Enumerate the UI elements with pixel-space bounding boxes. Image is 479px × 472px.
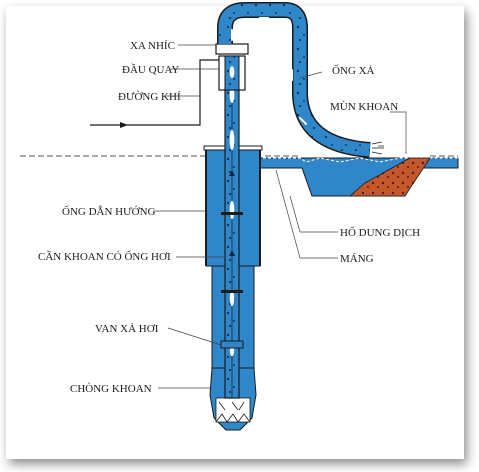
cuttings-pile: [348, 157, 431, 197]
leader-lines: [153, 44, 407, 389]
discharge-pipe: [217, 2, 384, 158]
label-dau-quay: ĐẦU QUAY: [122, 63, 179, 76]
air-line: [90, 59, 219, 128]
drill-bit: [209, 367, 257, 431]
label-xa-nhic: XA NHÍC: [130, 40, 175, 52]
swivel-head: [215, 43, 249, 91]
label-mun-khoan: MÙN KHOAN: [330, 101, 398, 113]
label-ong-xa: ỐNG XẢ: [332, 64, 375, 77]
label-van-xa-hoi: VAN XẢ HƠI: [95, 323, 159, 335]
label-chong-khoan: CHÒNG KHOAN: [70, 383, 152, 395]
label-mang: MÁNG: [340, 253, 374, 265]
label-duong-khi: ĐƯỜNG KHÍ: [118, 91, 181, 103]
drill-rod: [220, 59, 244, 399]
label-ong-dan-huong: ỐNG DẪN HƯỚNG: [62, 205, 156, 218]
label-can-khoan: CẦN KHOAN CÓ ỐNG HƠI: [38, 250, 171, 263]
label-ho-dung-dich: HỐ DUNG DỊCH: [340, 226, 420, 239]
